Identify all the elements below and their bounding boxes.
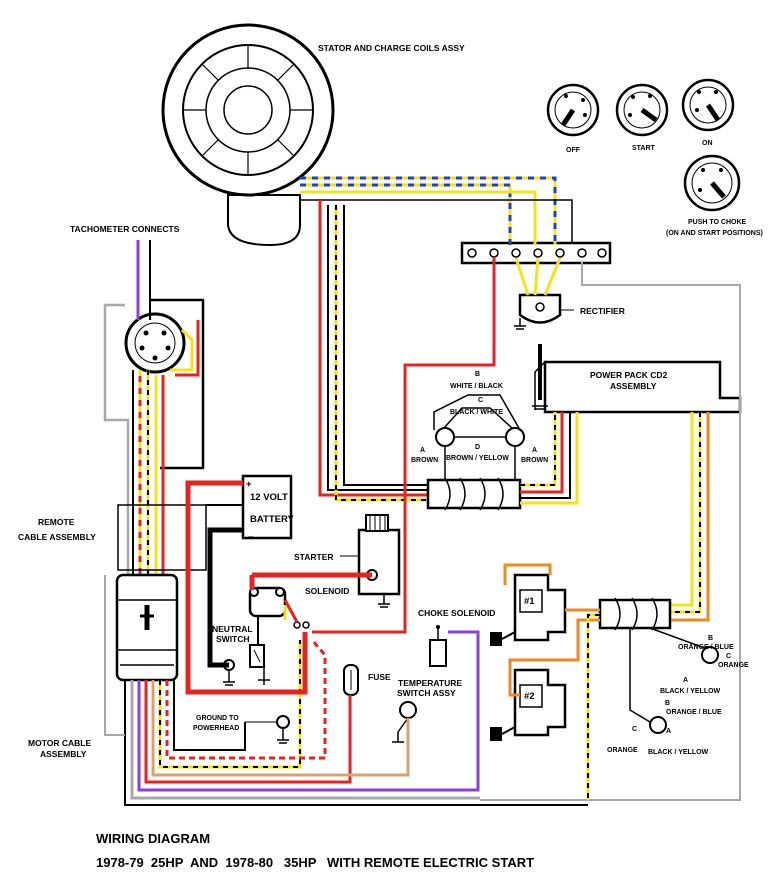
temperature-switch-sublabel: SWITCH ASSY bbox=[397, 688, 456, 698]
remote-cable-bracket bbox=[117, 504, 207, 571]
ground-to-powerhead bbox=[245, 715, 290, 744]
motor-cable-sublabel: ASSEMBLY bbox=[40, 749, 87, 759]
remote-cable-sublabel: CABLE ASSEMBLY bbox=[18, 532, 96, 542]
fuse-label: FUSE bbox=[368, 672, 391, 682]
stop-switches bbox=[649, 646, 719, 734]
power-pack-wires bbox=[520, 412, 710, 622]
trigger-leads bbox=[433, 394, 525, 480]
white-black-label: WHITE / BLACK bbox=[450, 383, 503, 390]
temperature-switch bbox=[392, 701, 417, 743]
neutral-switch-label: NEUTRAL bbox=[212, 624, 253, 634]
wire-a-lower-label: A bbox=[666, 728, 671, 735]
battery-label: 12 VOLT bbox=[250, 492, 288, 503]
ignition-coil-2 bbox=[490, 668, 567, 741]
push-choke-label: PUSH TO CHOKE bbox=[688, 219, 747, 226]
push-choke-sublabel: (ON AND START POSITIONS) bbox=[666, 230, 763, 237]
coil-2-label: #2 bbox=[524, 691, 535, 702]
remote-cable-label: REMOTE bbox=[38, 517, 75, 527]
battery-sublabel: BATTERY bbox=[250, 514, 294, 525]
key-on-label: ON bbox=[702, 140, 713, 147]
wire-d-label: D bbox=[475, 444, 480, 451]
black-yellow-label-2: BLACK / YELLOW bbox=[648, 749, 709, 756]
black-yellow-label-1: BLACK / YELLOW bbox=[660, 688, 721, 695]
starter-label: STARTER bbox=[294, 552, 334, 562]
key-switch-start bbox=[615, 83, 669, 137]
diagram-subtitle: 1978-79 25HP AND 1978-80 35HP WITH REMOT… bbox=[96, 855, 534, 870]
motor-harness bbox=[104, 575, 588, 806]
rectifier-label: RECTIFIER bbox=[580, 306, 625, 316]
key-switch-on bbox=[681, 78, 735, 132]
orange-label-2: ORANGE bbox=[607, 747, 638, 754]
ignition-coil-1 bbox=[490, 573, 567, 646]
key-switch-off bbox=[546, 83, 600, 137]
orange-label-1: ORANGE bbox=[718, 662, 749, 669]
wire-b-right-label: B bbox=[708, 635, 713, 642]
wire-c-lower-label: C bbox=[632, 726, 637, 733]
wire-b-lower-label: B bbox=[665, 700, 670, 707]
diagram-title: WIRING DIAGRAM bbox=[96, 831, 210, 846]
terminal-block bbox=[460, 241, 612, 265]
brown-label-right: BROWN bbox=[521, 457, 548, 464]
fuse bbox=[343, 664, 359, 696]
middle-connector bbox=[426, 477, 522, 511]
coil-connector bbox=[598, 597, 672, 631]
wire-a-label-left: A bbox=[420, 447, 425, 454]
ground-sublabel: POWERHEAD bbox=[193, 725, 239, 732]
neutral-switch bbox=[223, 644, 265, 686]
stator-assembly bbox=[161, 23, 335, 247]
battery-circuit bbox=[185, 480, 372, 695]
coil-1-label: #1 bbox=[524, 596, 535, 607]
wire-c-right-label: C bbox=[726, 653, 731, 660]
key-switch-push-to-choke bbox=[683, 154, 741, 212]
power-pack-sublabel: ASSEMBLY bbox=[610, 381, 657, 391]
wire-b-label: B bbox=[475, 371, 480, 378]
motor-cable-label: MOTOR CABLE bbox=[28, 738, 91, 748]
brown-yellow-label: BROWN / YELLOW bbox=[446, 455, 509, 462]
choke-solenoid bbox=[429, 625, 447, 667]
battery bbox=[241, 474, 293, 540]
solenoid-label: SOLENOID bbox=[305, 586, 349, 596]
orange-blue-label-1: ORANGE / BLUE bbox=[678, 644, 734, 651]
coil-wires bbox=[503, 563, 711, 800]
main-harness bbox=[103, 240, 205, 575]
temperature-switch-label: TEMPERATURE bbox=[398, 678, 462, 688]
key-off-label: OFF bbox=[566, 147, 581, 154]
wire-c-label: C bbox=[478, 397, 483, 404]
ground-label: GROUND TO bbox=[196, 715, 239, 722]
black-white-label: BLACK / WHITE bbox=[450, 409, 503, 416]
key-start-label: START bbox=[632, 145, 656, 152]
neutral-switch-sublabel: SWITCH bbox=[216, 634, 250, 644]
wire-a-label-right: A bbox=[532, 447, 537, 454]
battery-plus: + bbox=[246, 479, 252, 490]
rectifier-wires bbox=[312, 257, 741, 801]
rectifier bbox=[514, 293, 574, 330]
choke-solenoid-label: CHOKE SOLENOID bbox=[418, 608, 495, 618]
stator-harness bbox=[300, 176, 573, 502]
orange-blue-label-2: ORANGE / BLUE bbox=[666, 709, 722, 716]
remote-cable-boot bbox=[115, 573, 179, 682]
battery-minus: − bbox=[248, 532, 254, 543]
brown-label-left: BROWN bbox=[411, 457, 438, 464]
stator-label: STATOR AND CHARGE COILS ASSY bbox=[318, 43, 465, 53]
tachometer-label: TACHOMETER CONNECTS bbox=[70, 224, 180, 234]
power-pack-label: POWER PACK CD2 bbox=[590, 370, 668, 380]
starter bbox=[340, 514, 401, 608]
tachometer-connector bbox=[124, 312, 186, 374]
wire-a-right-label: A bbox=[683, 677, 688, 684]
